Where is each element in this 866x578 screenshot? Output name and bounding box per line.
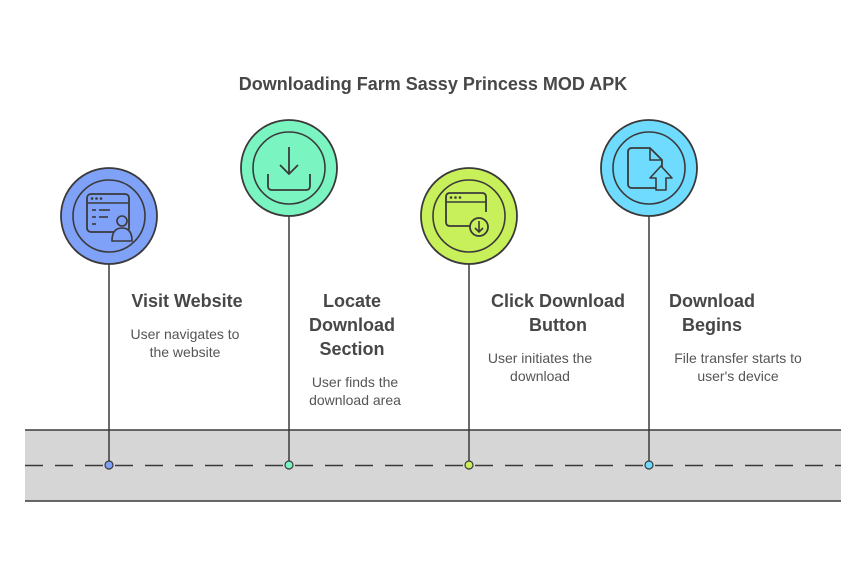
- browser-user-icon: [60, 167, 158, 265]
- step-3-description: User initiates the download: [487, 350, 593, 384]
- diagram-title: Downloading Farm Sassy Princess MOD APK: [238, 74, 628, 94]
- step-2-description: User finds the download area: [309, 374, 401, 408]
- step-3-title: Click Download Button: [490, 291, 625, 335]
- step-4-title: Download Begins: [669, 291, 755, 335]
- step-2-title: Locate Download Section: [309, 291, 395, 359]
- download-tray-icon: [240, 119, 338, 217]
- step-4-description: File transfer starts to user's device: [674, 350, 802, 384]
- step-1-description: User navigates to the website: [130, 326, 240, 360]
- pin-dot-2: [284, 460, 294, 470]
- step-1-title: Visit Website: [131, 291, 243, 311]
- pin-dot-1: [104, 460, 114, 470]
- browser-download-icon: [420, 167, 518, 265]
- file-upload-icon: [600, 119, 698, 217]
- pin-dot-3: [464, 460, 474, 470]
- pin-dot-4: [644, 460, 654, 470]
